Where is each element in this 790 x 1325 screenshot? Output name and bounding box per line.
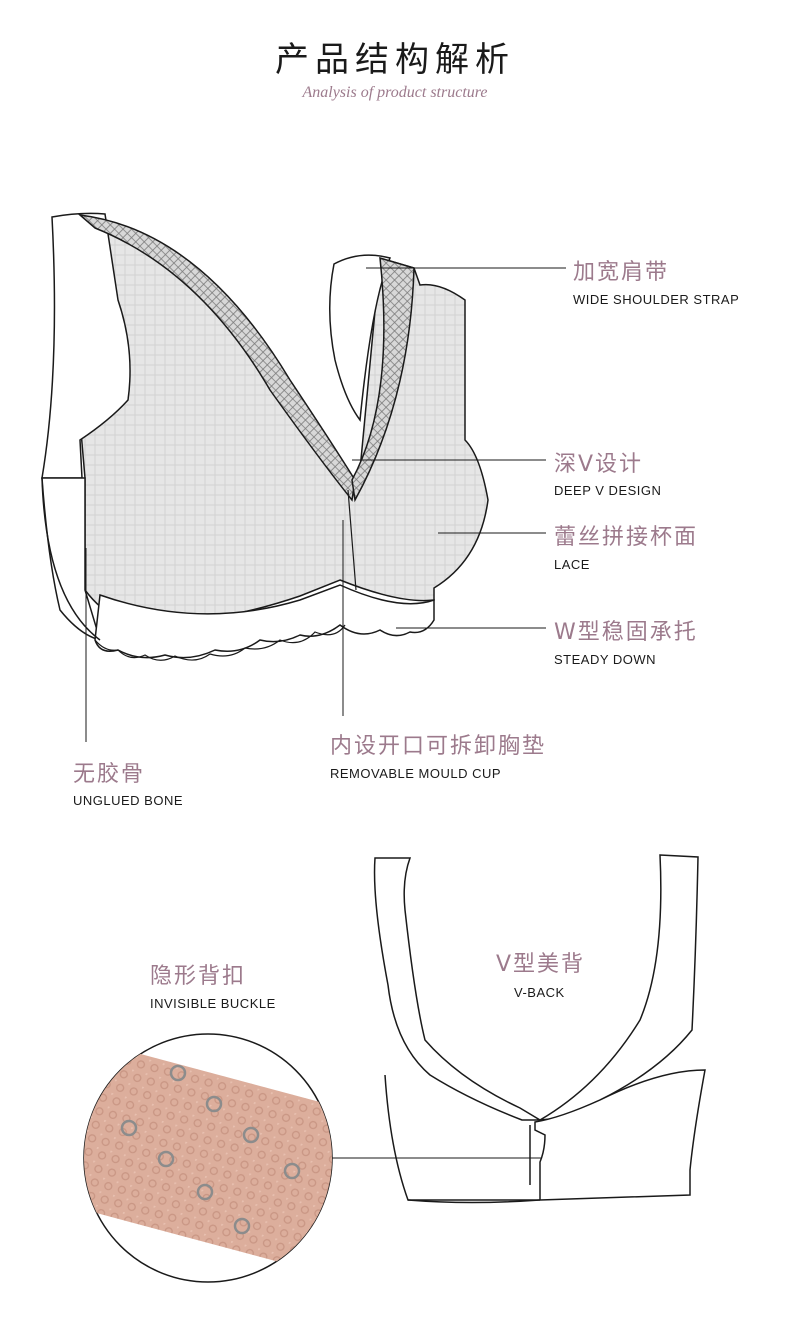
back-bra-drawing [375, 855, 705, 1203]
bra-front-body [80, 215, 488, 622]
no-bone-label-cn: 无胶骨 [73, 756, 145, 788]
strap-label-en: WIDE SHOULDER STRAP [573, 292, 739, 307]
lace-label-cn: 蕾丝拼接杯面 [554, 519, 698, 551]
mould-cup-label-cn: 内设开口可拆卸胸垫 [330, 728, 546, 760]
buckle-label-en: INVISIBLE BUCKLE [150, 996, 276, 1011]
strap-label-cn: 加宽肩带 [573, 254, 669, 286]
w-support-label-en: STEADY DOWN [554, 652, 656, 667]
no-bone-label-en: UNGLUED BONE [73, 793, 183, 808]
buckle-label-cn: 隐形背扣 [150, 958, 246, 990]
deep-v-label-en: DEEP V DESIGN [554, 483, 661, 498]
mould-cup-label-en: REMOVABLE MOULD CUP [330, 766, 501, 781]
lace-label-en: LACE [554, 557, 590, 572]
buckle-detail-magnifier [63, 1034, 357, 1282]
w-support-label-cn: W型稳固承托 [554, 614, 698, 646]
back-band [385, 1070, 705, 1200]
v-back-label-cn: V型美背 [496, 946, 585, 978]
buckle-fabric [63, 1045, 357, 1272]
deep-v-label-cn: 深V设计 [554, 446, 643, 478]
front-bra-drawing [42, 213, 488, 660]
v-back-label-en: V-BACK [514, 985, 565, 1000]
